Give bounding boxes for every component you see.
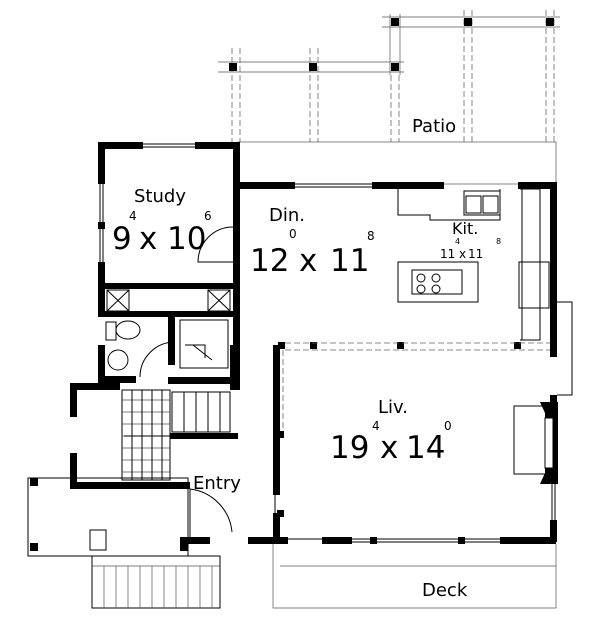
walls xyxy=(70,142,557,544)
study-length-inches: 6 xyxy=(204,209,212,223)
dining-width-feet: 12 xyxy=(250,243,289,279)
deck-outline xyxy=(272,544,557,609)
kitchen-dimensions: Kit. 11 4 x 11 8 xyxy=(440,219,501,261)
living-dimensions: Liv. 4 19 x 14 0 xyxy=(330,397,452,466)
deck-label: Deck xyxy=(422,580,468,601)
kitchen-counters xyxy=(397,188,550,341)
bath xyxy=(105,319,229,378)
living-length-inches: 0 xyxy=(444,419,452,433)
dining-length-feet: 11 xyxy=(330,243,369,279)
dining-width-inches: 0 xyxy=(289,227,297,241)
study-width-inches: 4 xyxy=(129,209,137,223)
study-closets xyxy=(106,226,234,312)
living-width-feet: 19 xyxy=(330,430,369,466)
study-label: Study xyxy=(134,186,186,207)
living-length-feet: 14 xyxy=(406,430,445,466)
kitchen-dimension-x: x xyxy=(459,247,466,261)
pergola xyxy=(218,10,560,142)
living-dimension-x: x xyxy=(380,430,398,466)
kitchen-length-inches: 8 xyxy=(496,237,501,246)
entry-porch xyxy=(27,477,233,609)
living-label: Liv. xyxy=(378,397,408,418)
entry-label: Entry xyxy=(193,473,241,494)
study-width-feet: 9 xyxy=(112,221,132,257)
dining-label: Din. xyxy=(269,205,305,226)
kitchen-length-feet: 11 xyxy=(468,247,483,261)
fireplace xyxy=(513,402,558,484)
study-dimension-x: x xyxy=(139,221,157,257)
kitchen-width-inches: 4 xyxy=(455,237,460,246)
stairs xyxy=(121,389,231,481)
windows xyxy=(99,143,556,543)
kitchen-width-feet: 11 xyxy=(440,247,455,261)
columns xyxy=(277,342,550,544)
dining-length-inches: 8 xyxy=(367,229,375,243)
kitchen-label: Kit. xyxy=(452,219,478,238)
study-length-feet: 10 xyxy=(167,221,206,257)
kitchen-bumpout xyxy=(557,301,573,396)
study-dimensions: Study 9 4 x 10 6 xyxy=(112,186,212,257)
patio-slab xyxy=(237,141,557,185)
living-width-inches: 4 xyxy=(372,419,380,433)
dining-dimensions: Din. 0 12 x 11 8 xyxy=(250,205,375,279)
patio-label: Patio xyxy=(412,116,456,137)
dining-dimension-x: x xyxy=(299,243,317,279)
